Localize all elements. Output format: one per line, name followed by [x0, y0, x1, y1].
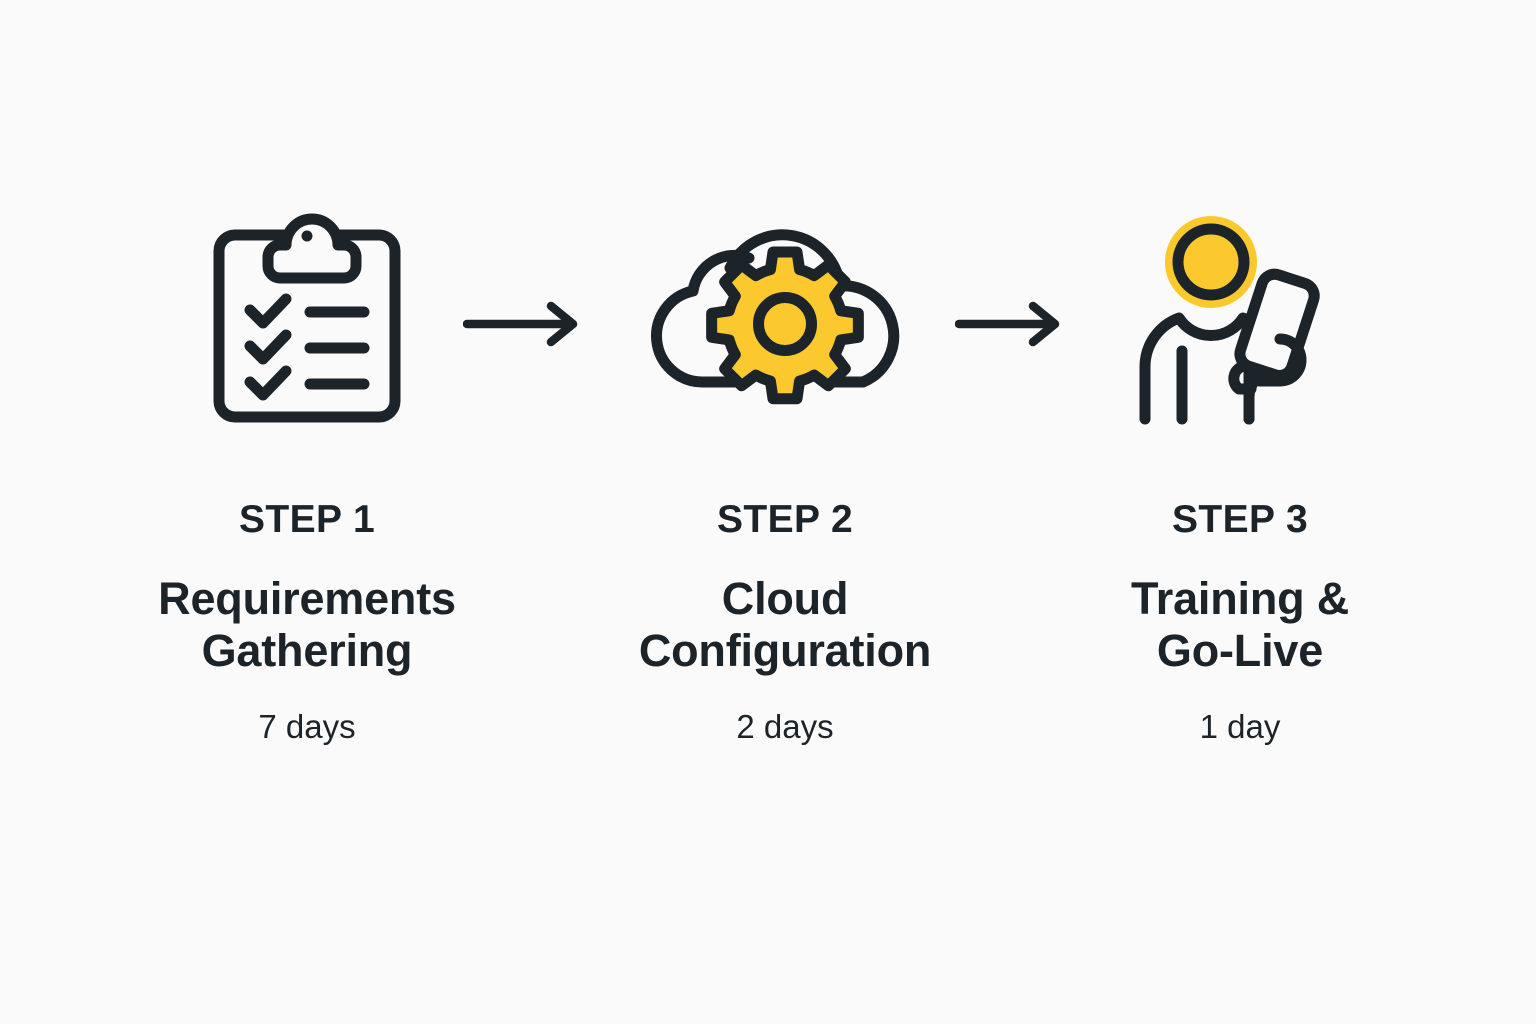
- step-title-line-2: Configuration: [638, 625, 932, 677]
- arrow-right-icon: [955, 300, 1075, 348]
- arrow-right-icon: [463, 300, 583, 348]
- step-title-line-1: Training &: [1130, 573, 1349, 624]
- step-duration: 1 day: [1199, 708, 1281, 746]
- process-step-2: STEP 2 Cloud Configuration 2 days: [595, 196, 975, 743]
- step-label: STEP 3: [1171, 498, 1309, 541]
- step-label: STEP 2: [716, 498, 854, 541]
- step-title: Training & Go-Live: [1131, 573, 1349, 677]
- process-step-1: STEP 1 Requirements Gathering 7 days: [117, 196, 497, 743]
- step-title: Requirements Gathering: [158, 573, 456, 677]
- person-with-phone-icon: [1125, 196, 1355, 436]
- step-title-line-2: Go-Live: [1156, 625, 1324, 677]
- process-step-3: STEP 3 Training & Go-Live 1 day: [1050, 196, 1430, 743]
- step-title: Cloud Configuration: [638, 573, 932, 677]
- step-title-line-2: Gathering: [201, 625, 413, 677]
- step-title-line-1: Requirements: [158, 573, 456, 624]
- step-duration: 2 days: [736, 708, 834, 746]
- step-label: STEP 1: [238, 498, 376, 541]
- step-duration: 7 days: [258, 708, 356, 746]
- clipboard-checklist-icon: [192, 196, 422, 436]
- step-title-line-1: Cloud: [721, 573, 849, 624]
- cloud-gear-icon: [651, 196, 900, 436]
